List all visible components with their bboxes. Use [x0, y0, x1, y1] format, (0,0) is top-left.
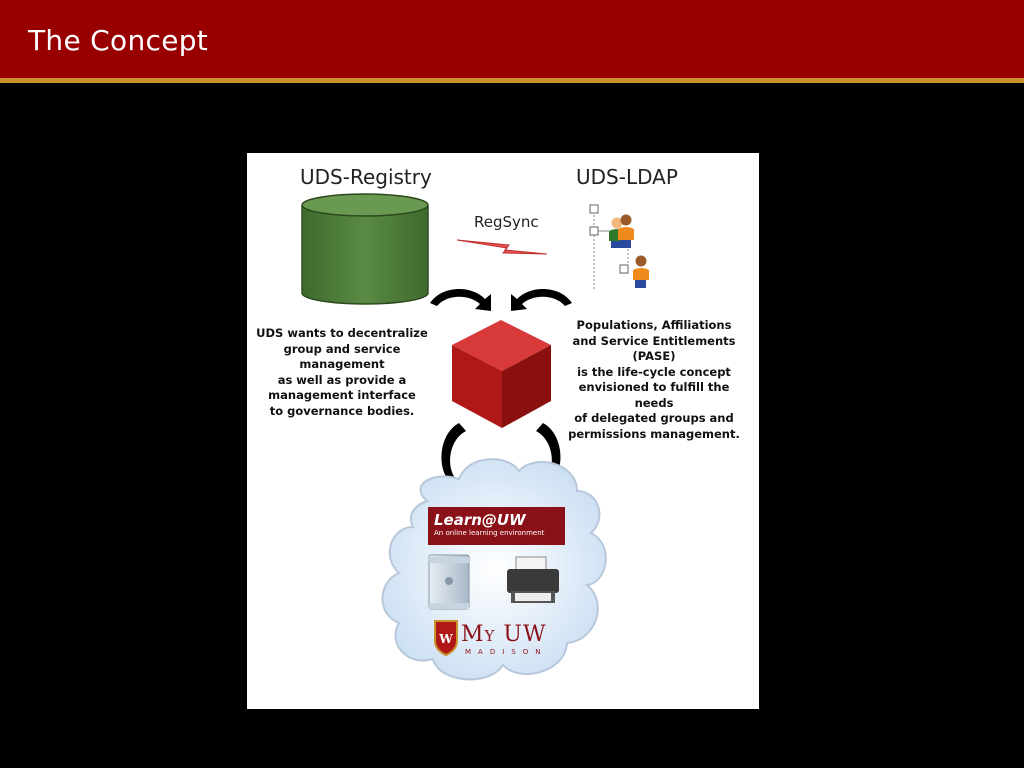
- diagram-panel: W UDS-Registry UDS-LDAP RegSync UDS want…: [247, 153, 759, 709]
- cube-icon: [452, 320, 551, 428]
- learn-uw-title: Learn@UW: [434, 511, 526, 529]
- left-description: UDS wants to decentralize group and serv…: [256, 326, 428, 418]
- learn-uw-logo: Learn@UW An online learning environment: [428, 507, 565, 545]
- database-icon: [301, 193, 429, 305]
- myuw-logo: My UW: [461, 622, 547, 647]
- ldap-label: UDS-LDAP: [576, 165, 678, 189]
- slide-title: The Concept: [28, 24, 209, 57]
- printer-icon: [507, 556, 559, 603]
- registry-label: UDS-Registry: [300, 165, 432, 189]
- learn-uw-subtitle: An online learning environment: [434, 529, 545, 537]
- svg-text:W: W: [438, 632, 453, 646]
- title-underline: [0, 78, 1024, 83]
- sync-arrows: [430, 288, 572, 311]
- madison-label: MADISON: [465, 648, 548, 656]
- people-tree-icon: [589, 204, 649, 291]
- title-bar: The Concept: [0, 0, 1024, 83]
- regsync-label: RegSync: [474, 213, 539, 231]
- lightning-bolt-icon: [456, 239, 548, 255]
- right-description: Populations, Affiliations and Service En…: [568, 318, 740, 441]
- computer-icon: [428, 554, 470, 610]
- crest-icon: W: [434, 620, 458, 657]
